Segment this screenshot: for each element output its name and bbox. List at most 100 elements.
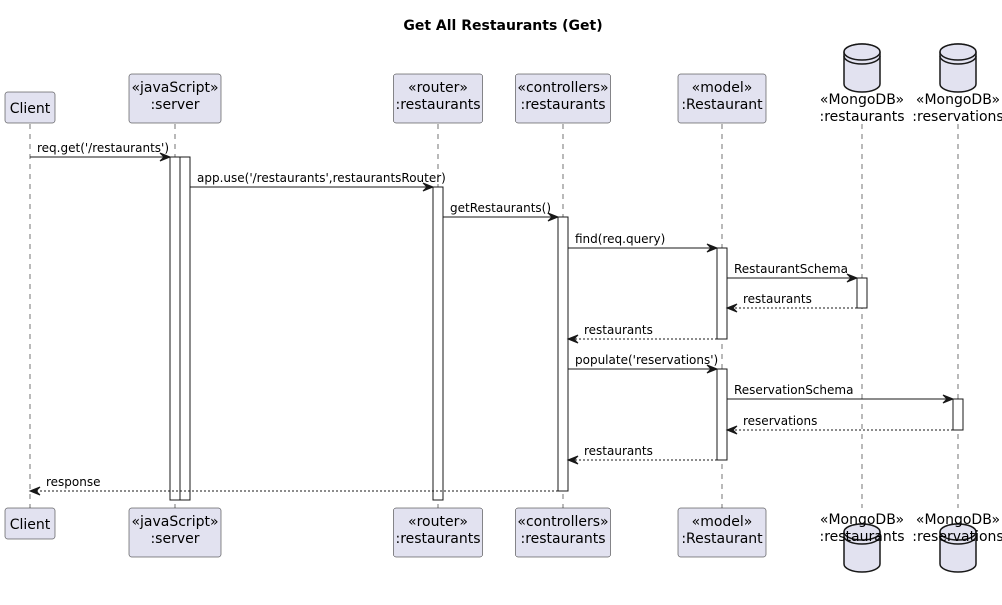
database-cylinder-rim (939, 55, 977, 65)
participant-label: :restaurants (819, 109, 904, 125)
message-label: app.use('/restaurants',restaurantsRouter… (197, 171, 446, 185)
message-9: ReservationSchema (727, 383, 955, 404)
message-2: app.use('/restaurants',restaurantsRouter… (190, 171, 446, 192)
database-cylinder-top (939, 43, 977, 61)
participant-model-top: «model»:Restaurant (677, 73, 767, 124)
arrow-head (725, 425, 738, 435)
participant-client-bottom: Client (4, 507, 56, 540)
activation-model (716, 368, 728, 461)
arrow-head (547, 212, 560, 222)
database-db-restaurants-top: «MongoDB»:restaurants (819, 43, 905, 125)
participant-router-top: «router»:restaurants (393, 73, 483, 124)
database-db-restaurants-bottom: «MongoDB»:restaurants (819, 512, 905, 573)
participant-label: :reservations (912, 109, 1002, 125)
message-10: reservations (725, 414, 953, 435)
participant-label: «router» (408, 514, 468, 530)
participant-label: «MongoDB» (916, 92, 1000, 108)
participant-controllers-top: «controllers»:restaurants (515, 73, 611, 124)
activation-db-reservations (952, 398, 964, 431)
arrow-head (28, 486, 41, 496)
database-db-reservations-bottom: «MongoDB»:reservations (912, 512, 1002, 573)
participant-label: «MongoDB» (820, 512, 904, 528)
participant-label: Client (10, 101, 51, 117)
participant-label: :restaurants (819, 529, 904, 545)
messages: req.get('/restaurants') app.use('/restaur… (28, 141, 955, 496)
participant-box (515, 507, 611, 558)
message-label: ReservationSchema (734, 383, 853, 397)
participant-label: Client (10, 517, 51, 533)
activation-db-restaurants (856, 277, 868, 309)
message-label: restaurants (584, 323, 653, 337)
participant-box (128, 507, 222, 558)
participant-box (677, 507, 767, 558)
activation-model (716, 247, 728, 340)
arrow-head (725, 303, 738, 313)
arrow-head (566, 455, 579, 465)
message-label: RestaurantSchema (734, 262, 848, 276)
database-cylinder-rim (843, 535, 881, 545)
message-5: RestaurantSchema (727, 262, 859, 283)
activation-router (432, 186, 444, 501)
message-label: find(req.query) (575, 232, 665, 246)
participant-server-bottom: «javaScript»:server (128, 507, 222, 558)
participant-box (4, 507, 56, 540)
arrow-head (706, 364, 719, 374)
participant-model-bottom: «model»:Restaurant (677, 507, 767, 558)
participant-box (4, 91, 56, 124)
activation-server (179, 156, 191, 501)
database-cylinder-top (843, 523, 881, 541)
participant-label: :Restaurant (681, 97, 763, 113)
message-label: getRestaurants() (450, 201, 551, 215)
activation-bars (169, 156, 964, 501)
participant-label: :restaurants (520, 97, 605, 113)
participant-box (515, 73, 611, 124)
database-cylinder-top (939, 523, 977, 541)
participant-label: «javaScript» (131, 80, 218, 96)
arrow-head (942, 394, 955, 404)
participant-box (393, 507, 483, 558)
database-cylinder-top (843, 43, 881, 61)
activation-controllers (557, 216, 569, 492)
participant-label: :server (150, 531, 199, 547)
arrow-head (566, 334, 579, 344)
lifelines (29, 124, 959, 508)
arrow-head (846, 273, 859, 283)
participant-label: «MongoDB» (820, 92, 904, 108)
participant-label: «router» (408, 80, 468, 96)
participant-label: «controllers» (517, 80, 608, 96)
message-12: response (28, 475, 558, 496)
database-cylinder-rim (939, 535, 977, 545)
message-label: reservations (743, 414, 817, 428)
participant-label: :reservations (912, 529, 1002, 545)
activation-server (169, 156, 181, 501)
message-3: getRestaurants() (443, 201, 560, 222)
participant-label: «controllers» (517, 514, 608, 530)
arrow-head (706, 243, 719, 253)
database-db-reservations-top: «MongoDB»:reservations (912, 43, 1002, 125)
participant-label: :restaurants (395, 531, 480, 547)
participant-label: :server (150, 97, 199, 113)
participant-router-bottom: «router»:restaurants (393, 507, 483, 558)
participant-client-top: Client (4, 91, 56, 124)
participant-box (677, 73, 767, 124)
message-8: populate('reservations') (568, 353, 719, 374)
participant-controllers-bottom: «controllers»:restaurants (515, 507, 611, 558)
database-cylinder-rim (843, 55, 881, 65)
message-4: find(req.query) (568, 232, 719, 253)
message-label: populate('reservations') (575, 353, 718, 367)
participant-box (393, 73, 483, 124)
message-6: restaurants (725, 292, 857, 313)
arrow-head (422, 182, 435, 192)
message-11: restaurants (566, 444, 717, 465)
message-label: restaurants (743, 292, 812, 306)
message-label: restaurants (584, 444, 653, 458)
participant-box (128, 73, 222, 124)
message-label: response (46, 475, 101, 489)
participant-label: «model» (692, 514, 753, 530)
participants: ClientClient«javaScript»:server«javaScri… (4, 43, 1002, 573)
participant-label: :restaurants (520, 531, 605, 547)
message-1: req.get('/restaurants') (30, 141, 172, 162)
arrow-head (159, 152, 172, 162)
participant-label: :restaurants (395, 97, 480, 113)
